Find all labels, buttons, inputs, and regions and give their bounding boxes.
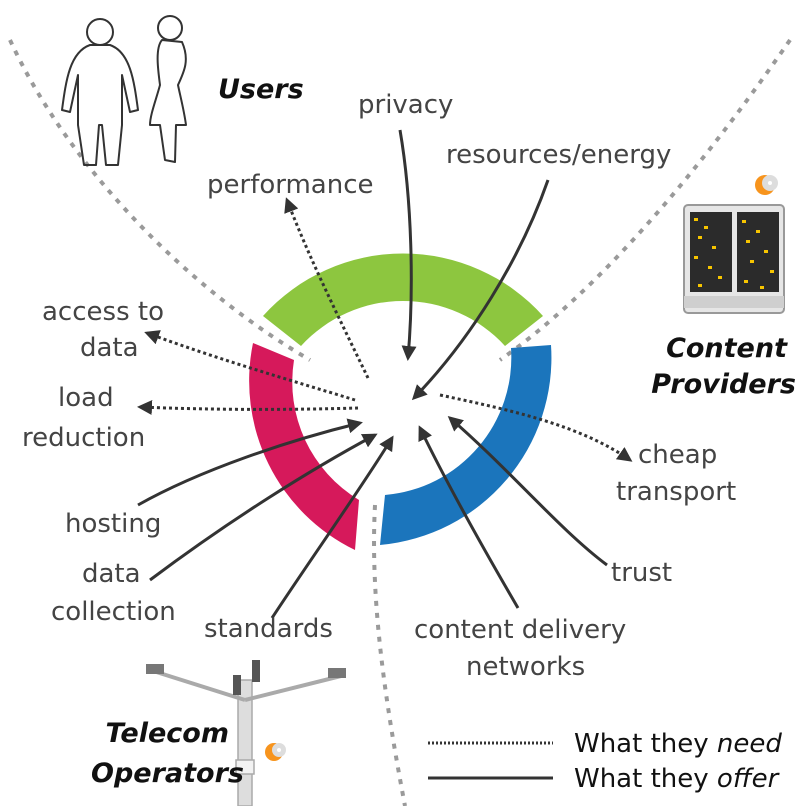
divider-users-right bbox=[498, 38, 792, 362]
group-label-content-providers: Content bbox=[666, 333, 788, 364]
offer-arrow-resources-energy bbox=[411, 179, 550, 401]
offer-label-privacy: privacy bbox=[358, 90, 453, 120]
need-arrow-cheap-transport bbox=[439, 393, 633, 462]
offer-arrow-hosting bbox=[137, 418, 363, 507]
telecom-operators-ring-segment bbox=[249, 343, 359, 550]
group-label-users: Users bbox=[218, 74, 304, 105]
group-label-telecom-operators: Telecom bbox=[105, 718, 229, 749]
group-label-content-providers-2: Providers bbox=[651, 369, 796, 400]
disc-icon-telecom bbox=[265, 743, 286, 761]
legend-need-text: What they need bbox=[574, 729, 782, 759]
offer-arrow-content-delivery-networks bbox=[418, 425, 520, 609]
legend-need-emph: need bbox=[717, 729, 782, 759]
legend-offer-text: What they offer bbox=[574, 764, 781, 794]
offer-arrow-privacy bbox=[398, 129, 417, 361]
need-label-cheap-transport: cheap bbox=[638, 440, 717, 470]
offer-label-resources-energy: resources/energy bbox=[446, 140, 671, 170]
server-rack-icon bbox=[683, 204, 785, 314]
need-label-access-to-data: access to bbox=[42, 297, 164, 327]
need-label-access-to-data-2: data bbox=[80, 333, 139, 363]
offer-label-content-delivery-networks-2: networks bbox=[466, 652, 585, 682]
offer-arrow-data-collection bbox=[149, 433, 378, 582]
content-providers-ring-segment bbox=[380, 345, 552, 545]
need-label-load-reduction-2: reduction bbox=[22, 423, 145, 453]
legend-need-prefix: What they bbox=[574, 729, 717, 759]
offer-label-data-collection: data bbox=[82, 559, 141, 589]
users-ring-segment bbox=[263, 253, 543, 346]
offer-label-standards: standards bbox=[204, 614, 333, 644]
need-arrow-performance bbox=[284, 197, 370, 379]
legend-offer-prefix: What they bbox=[574, 764, 717, 794]
need-arrow-access-to-data bbox=[144, 330, 356, 402]
legend-offer-emph: offer bbox=[717, 764, 781, 794]
legend: What they need What they offer bbox=[428, 729, 782, 794]
need-label-load-reduction: load bbox=[58, 383, 114, 413]
offer-arrow-trust bbox=[447, 416, 608, 567]
need-label-cheap-transport-2: transport bbox=[616, 477, 736, 507]
divider-bottom bbox=[372, 504, 407, 806]
street-lamp-antenna-icon bbox=[146, 660, 346, 806]
need-arrow-load-reduction bbox=[137, 400, 359, 416]
group-label-telecom-operators-2: Operators bbox=[91, 758, 244, 789]
need-label-performance: performance bbox=[207, 170, 374, 200]
offer-label-data-collection-2: collection bbox=[51, 597, 176, 627]
offer-label-hosting: hosting bbox=[65, 509, 161, 539]
offer-arrow-standards bbox=[270, 435, 394, 619]
divider-users-left bbox=[8, 39, 312, 362]
users-icon bbox=[61, 15, 187, 166]
disc-icon bbox=[755, 175, 778, 195]
offer-label-content-delivery-networks: content delivery bbox=[414, 615, 626, 645]
offer-label-trust: trust bbox=[611, 558, 672, 588]
